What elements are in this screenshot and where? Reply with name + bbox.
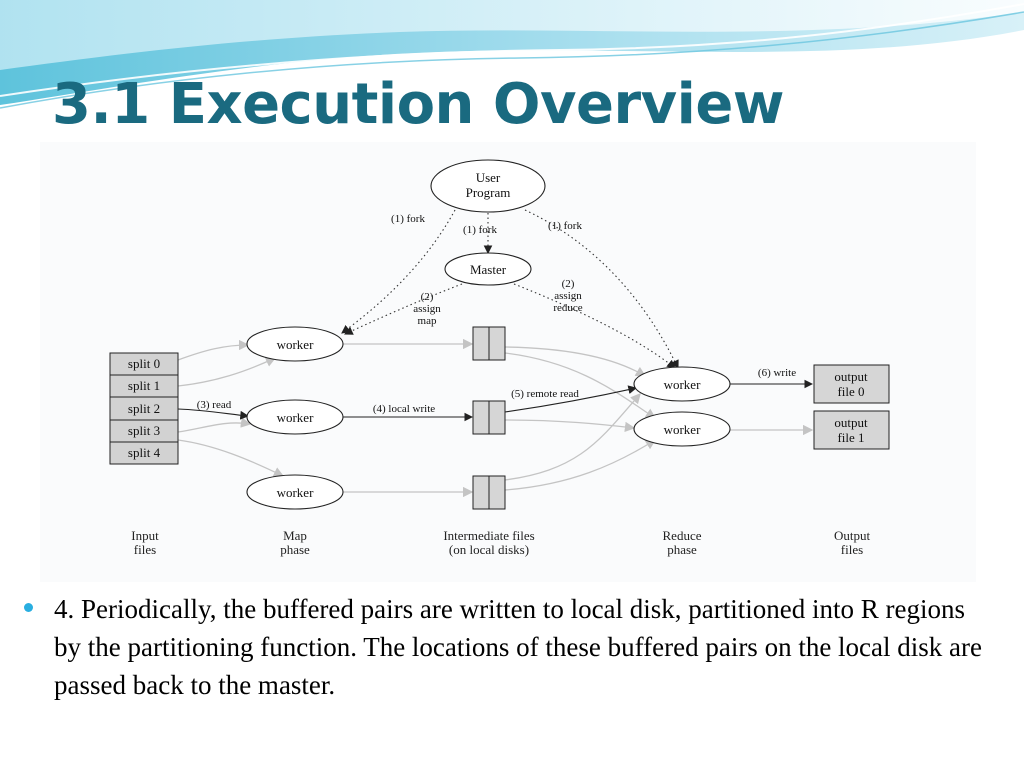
worker-label: worker — [664, 422, 701, 437]
output-file-0-label-2: file 0 — [837, 384, 864, 399]
user-program-label-2: Program — [466, 185, 511, 200]
edge-label-assign-map-1: (2) — [421, 291, 434, 303]
edge-label-remote-read: (5) remote read — [511, 388, 579, 400]
column-label-map-1: Map — [283, 528, 307, 543]
edge-file3-reduce0 — [504, 393, 641, 481]
reduce-worker-1: worker — [633, 366, 731, 402]
bullet-point-icon — [24, 603, 33, 612]
slide-title: 3.1 Execution Overview — [52, 72, 785, 137]
edge-label-local-write: (4) local write — [373, 403, 435, 415]
user-program-node: User Program — [430, 159, 546, 213]
split-label: split 2 — [128, 401, 160, 416]
output-file-1-label-1: output — [834, 415, 868, 430]
column-label-intermediate-1: Intermediate files — [443, 528, 534, 543]
edge-label-assign-reduce-1: (2) — [562, 278, 575, 290]
edge-label-fork-right: (1) fork — [548, 220, 582, 232]
map-worker-3: worker — [246, 474, 344, 510]
reduce-worker-2: worker — [633, 411, 731, 447]
edge-label-fork-center: (1) fork — [463, 224, 497, 236]
column-label-input-2: files — [134, 542, 156, 557]
edge-label-write: (6) write — [758, 367, 796, 379]
column-label-reduce-2: phase — [667, 542, 697, 557]
edge-label-assign-reduce-3: reduce — [553, 302, 582, 314]
edge-split2-worker2 — [177, 408, 250, 420]
bullet-text: 4. Periodically, the buffered pairs are … — [54, 594, 982, 700]
split-label: split 1 — [128, 378, 160, 393]
intermediate-file-3 — [472, 475, 506, 510]
output-file-0-label-1: output — [834, 369, 868, 384]
user-program-label-1: User — [476, 170, 501, 185]
split-label: split 4 — [128, 445, 161, 460]
column-label-output-2: files — [841, 542, 863, 557]
worker-label: worker — [664, 377, 701, 392]
worker-label: worker — [277, 485, 314, 500]
edge-label-assign-map-3: map — [418, 315, 437, 327]
worker-label: worker — [277, 410, 314, 425]
edge-file1-reduce1 — [504, 352, 657, 419]
output-file-1: output file 1 — [813, 410, 890, 450]
column-label-input-1: Input — [131, 528, 159, 543]
map-worker-2: worker — [246, 399, 344, 435]
edge-file3-reduce1 — [504, 439, 657, 491]
column-label-map-2: phase — [280, 542, 310, 557]
edge-label-read: (3) read — [197, 399, 232, 411]
edge-file2-reduce0 — [504, 385, 638, 413]
edge-file1-reduce0 — [504, 346, 647, 377]
output-file-0: output file 0 — [813, 364, 890, 404]
master-label: Master — [470, 262, 507, 277]
edge-split4-worker3 — [177, 439, 285, 477]
intermediate-file-1 — [472, 326, 506, 361]
edge-assign-map — [343, 283, 463, 335]
split-label: split 3 — [128, 423, 160, 438]
intermediate-file-2 — [472, 400, 506, 435]
edge-fork-to-reduce-worker — [524, 209, 679, 369]
column-label-intermediate-2: (on local disks) — [449, 542, 529, 557]
map-worker-1: worker — [246, 326, 344, 362]
column-label-output-1: Output — [834, 528, 871, 543]
edge-split0-worker1 — [177, 339, 250, 361]
worker-label: worker — [277, 337, 314, 352]
column-label-reduce-1: Reduce — [663, 528, 702, 543]
master-node: Master — [444, 252, 532, 286]
edge-split3-worker2 — [177, 417, 252, 433]
edge-file2-reduce1 — [504, 419, 636, 433]
input-splits-stack: split 0 split 1 split 2 split 3 split 4 — [109, 352, 179, 465]
split-label: split 0 — [128, 356, 160, 371]
edge-label-assign-reduce-2: assign — [554, 290, 582, 302]
edge-label-assign-map-2: assign — [413, 303, 441, 315]
diagram-background — [40, 142, 976, 582]
header-wave-decoration — [0, 0, 1024, 109]
output-file-1-label-2: file 1 — [837, 430, 864, 445]
edge-label-fork-left: (1) fork — [391, 213, 425, 225]
edge-assign-reduce — [513, 283, 676, 369]
edge-split1-worker1 — [177, 357, 277, 387]
